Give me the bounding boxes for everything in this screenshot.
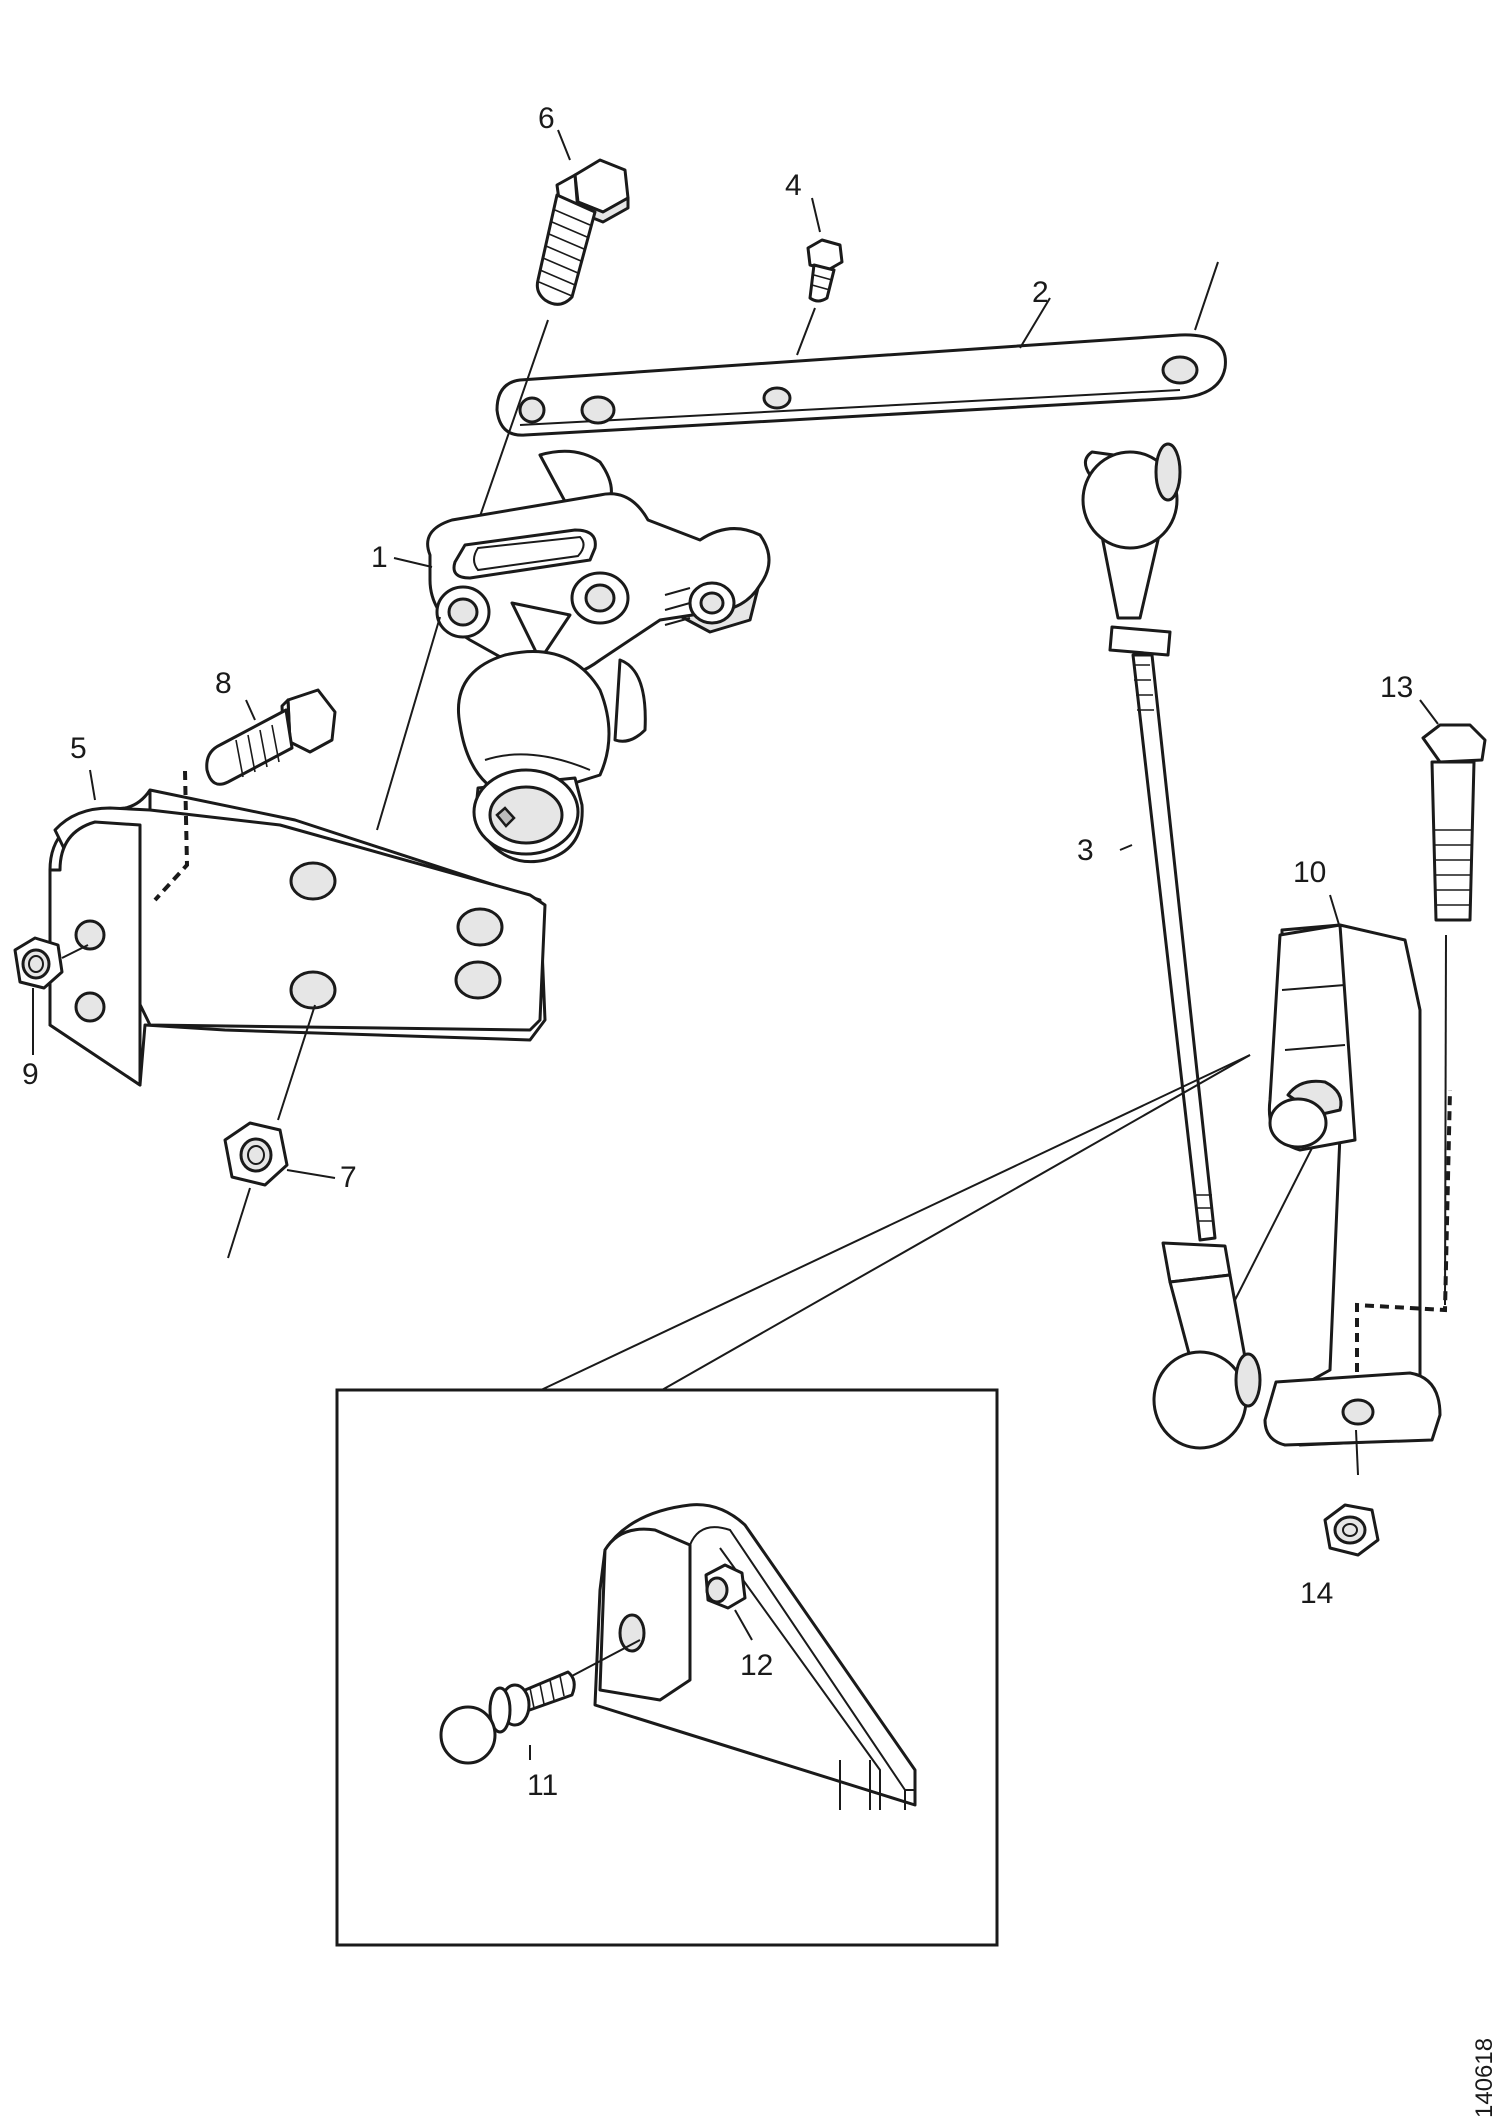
bolt-bracket bbox=[205, 688, 337, 786]
inset-ball-stud bbox=[439, 1670, 576, 1765]
callout-10: 10 bbox=[1293, 856, 1326, 889]
bolt-long bbox=[1421, 723, 1487, 1306]
lever-arm bbox=[495, 261, 1227, 437]
height-valve bbox=[426, 449, 771, 864]
inset-strap bbox=[569, 1503, 917, 1810]
callout-2: 2 bbox=[1032, 276, 1049, 309]
bolt-small bbox=[796, 238, 844, 356]
callout-6: 6 bbox=[538, 102, 555, 135]
callout-7: 7 bbox=[340, 1161, 357, 1194]
inset-leader-left bbox=[540, 1054, 1251, 1391]
reference-number: 140618 bbox=[1471, 2038, 1498, 2118]
nut-lock bbox=[1323, 1503, 1380, 1557]
callout-14: 14 bbox=[1300, 1577, 1333, 1610]
callout-1: 1 bbox=[371, 541, 388, 574]
callout-3: 3 bbox=[1077, 834, 1094, 867]
callout-9: 9 bbox=[22, 1058, 39, 1091]
link-rod bbox=[1081, 442, 1262, 1450]
inset-leader-right bbox=[661, 1054, 1251, 1391]
callout-4: 4 bbox=[785, 169, 802, 202]
mounting-bracket bbox=[48, 616, 547, 1121]
callout-8: 8 bbox=[215, 667, 232, 700]
callout-12: 12 bbox=[740, 1649, 773, 1682]
strap-bracket bbox=[1234, 923, 1452, 1476]
bolt-large bbox=[477, 158, 630, 523]
nut-bracket bbox=[13, 936, 89, 1055]
callout-13: 13 bbox=[1380, 671, 1413, 704]
nut-hex bbox=[223, 1121, 336, 1259]
callout-5: 5 bbox=[70, 732, 87, 765]
callout-11: 11 bbox=[527, 1769, 558, 1802]
